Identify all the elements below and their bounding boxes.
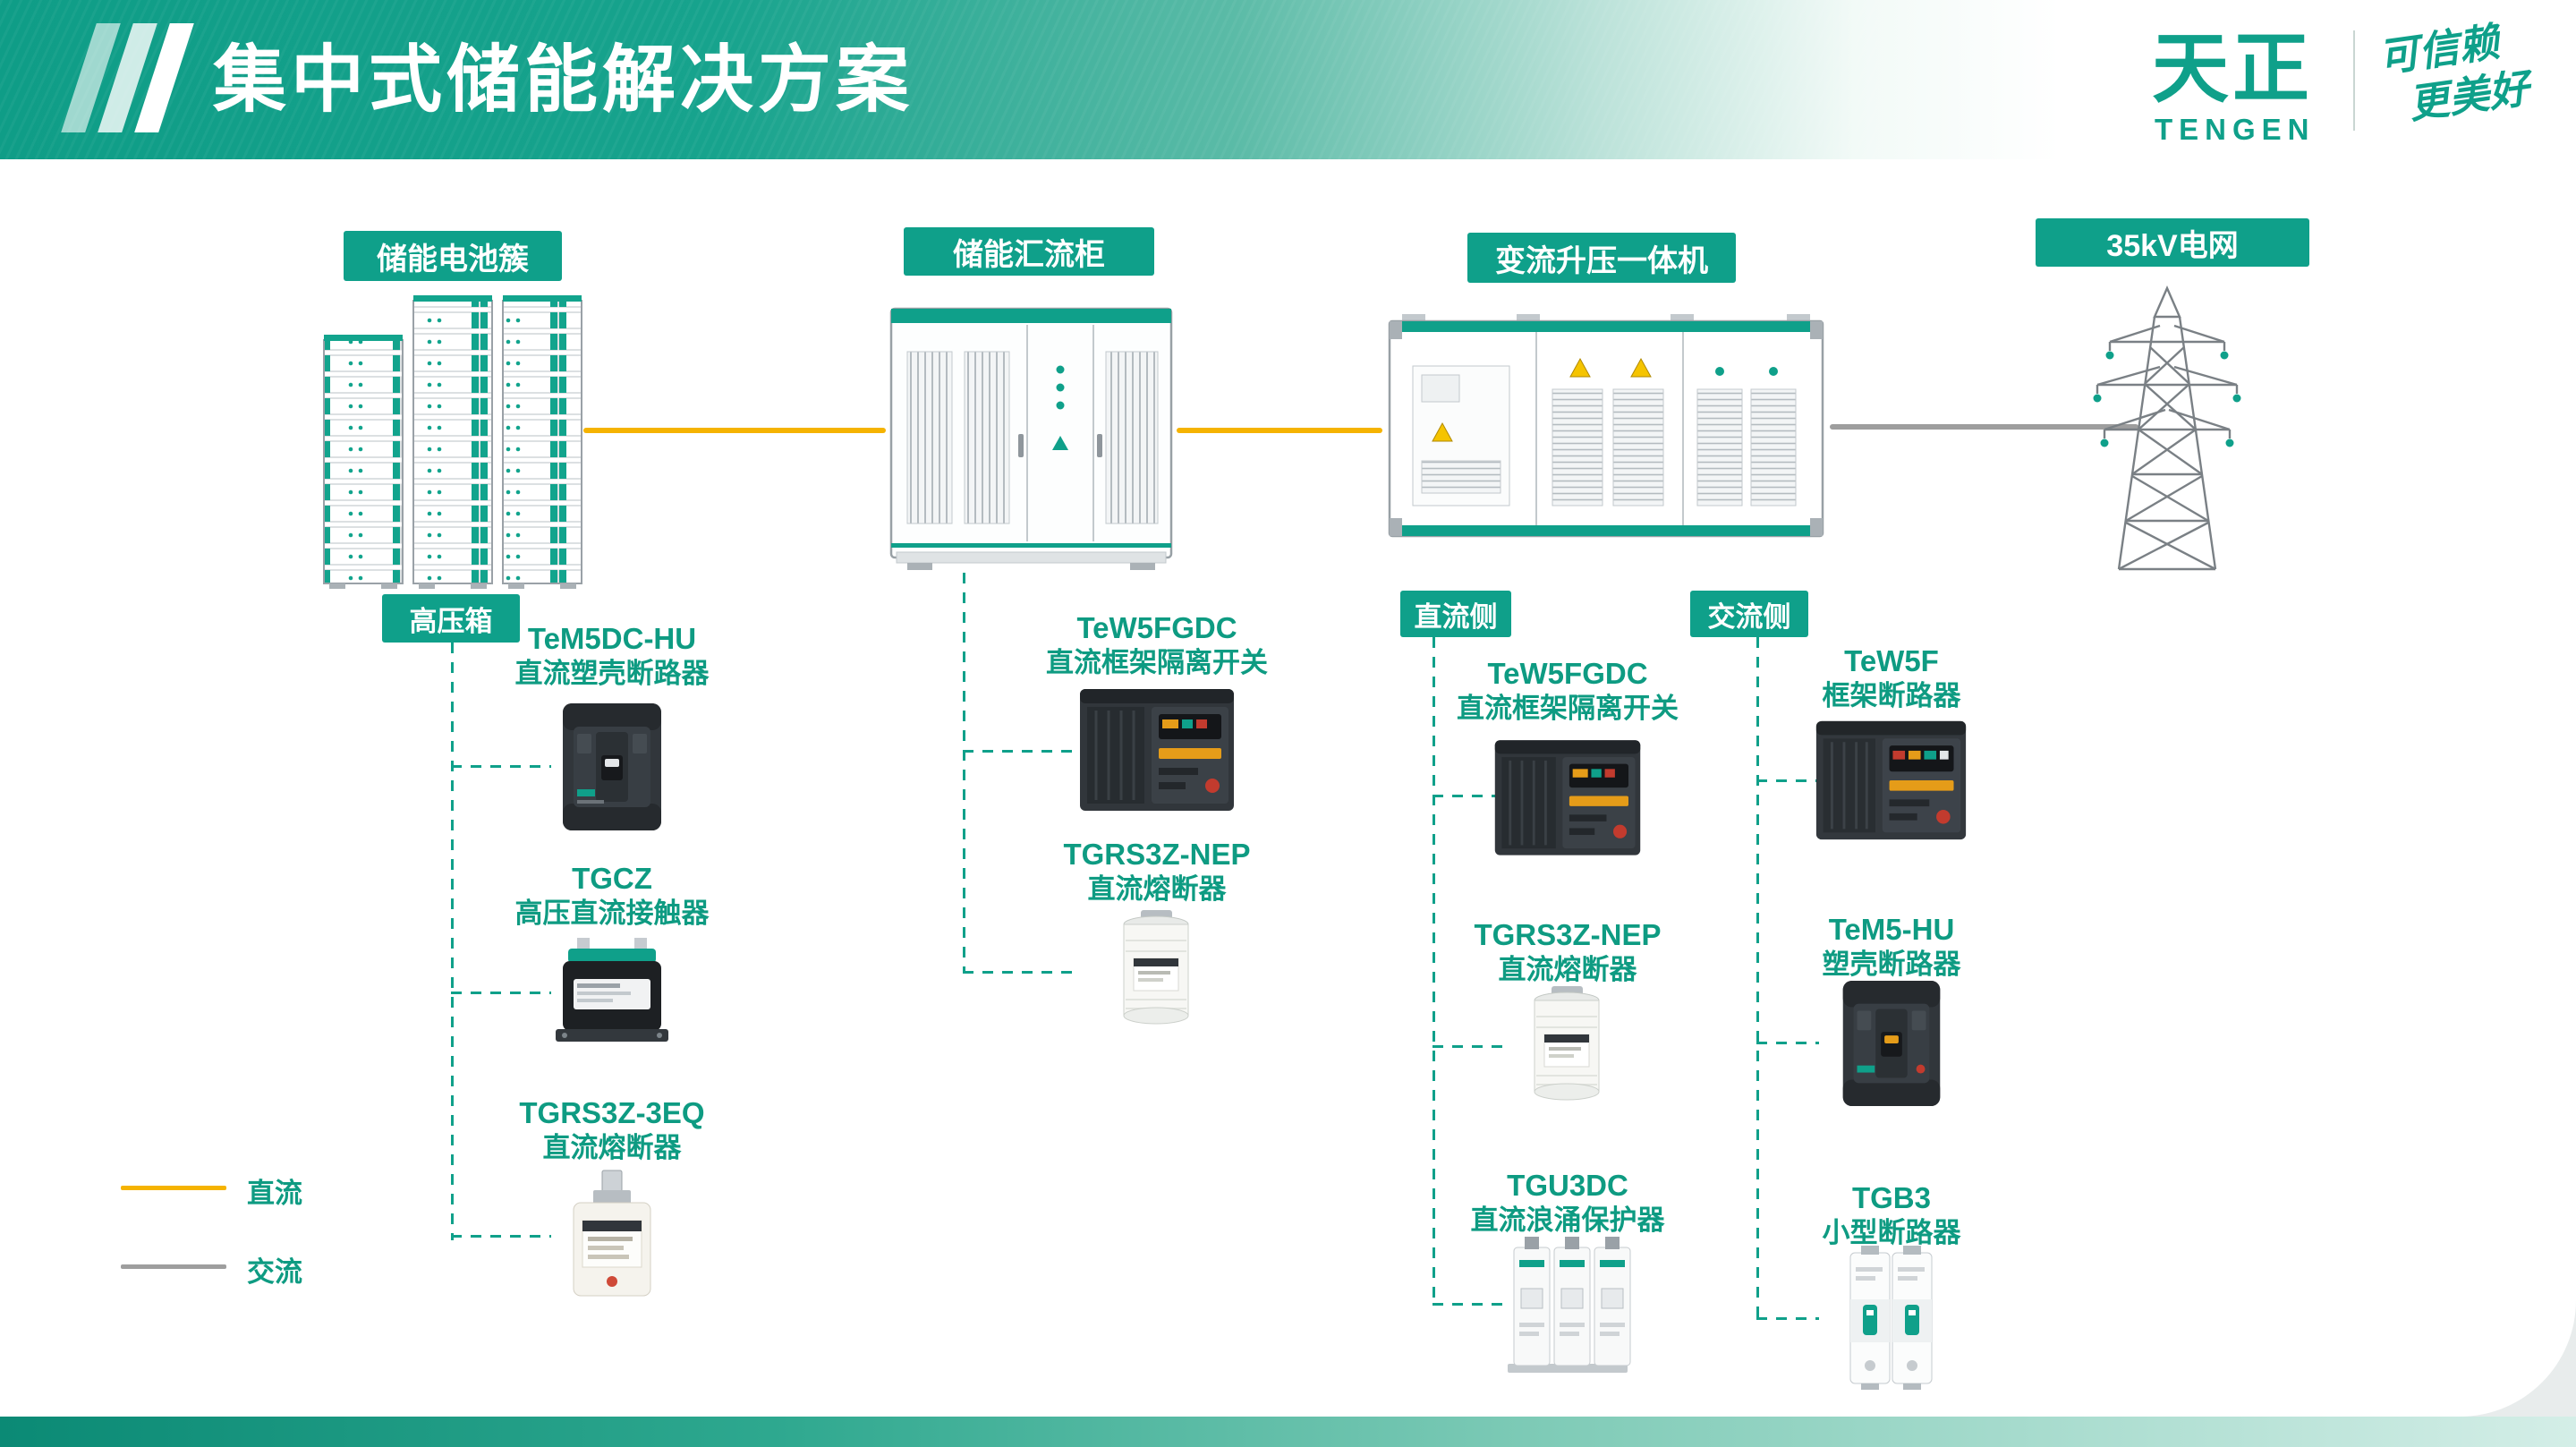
dc-branch-stub-3 — [1433, 1303, 1502, 1306]
ac-branch-stub-1 — [1756, 779, 1819, 782]
node-label-battery: 储能电池簇 — [344, 231, 562, 281]
brand-divider — [2353, 30, 2355, 131]
product-tew5fgdc-combiner: TeW5FGDC 直流框架隔离开关 — [1046, 611, 1268, 678]
brand-logo-en: TENGEN — [2155, 113, 2316, 146]
tag-high-voltage-box: 高压箱 — [382, 594, 520, 643]
tgb3-image — [1840, 1244, 1943, 1396]
tem5-hu-image — [1833, 977, 1950, 1114]
brand-slogan: 可信赖 更美好 — [2376, 13, 2532, 132]
battery-rack-illustration — [322, 288, 583, 595]
page-title: 集中式储能解决方案 — [213, 39, 914, 121]
product-tgrs3z-3eq: TGRS3Z-3EQ 直流熔断器 — [519, 1096, 705, 1163]
tgu3dc-image — [1501, 1233, 1635, 1381]
transmission-tower-illustration — [2085, 285, 2250, 586]
tag-ac-side: 交流侧 — [1690, 591, 1808, 637]
node-label-combiner: 储能汇流柜 — [904, 227, 1154, 276]
dc-line-battery-combiner — [583, 428, 886, 433]
product-tgrs3z-nep-combiner: TGRS3Z-NEP 直流熔断器 — [1063, 838, 1251, 905]
product-tew5f: TeW5F 框架断路器 — [1822, 644, 1961, 711]
battery-branch-stub-1 — [451, 765, 551, 768]
product-tgrs3z-nep-dc: TGRS3Z-NEP 直流熔断器 — [1474, 918, 1662, 985]
tew5f-image — [1813, 711, 1969, 852]
dc-line-combiner-converter — [1177, 428, 1382, 433]
bottom-bar — [0, 1417, 2576, 1447]
legend-dc-label: 直流 — [247, 1178, 302, 1209]
battery-branch-line — [451, 643, 454, 1240]
converter-container-illustration — [1382, 309, 1830, 560]
product-tew5fgdc-dc: TeW5FGDC 直流框架隔离开关 — [1457, 657, 1679, 724]
dc-branch-stub-1 — [1433, 795, 1502, 797]
battery-branch-stub-2 — [451, 992, 551, 994]
ac-branch-stub-3 — [1756, 1317, 1819, 1320]
combiner-branch-stub-2 — [963, 971, 1075, 974]
combiner-cabinet-illustration — [886, 300, 1177, 577]
title-bars-icon — [61, 23, 194, 132]
tew5fgdc-dc-image — [1492, 732, 1644, 866]
node-label-grid: 35kV电网 — [2036, 218, 2309, 267]
tgcz-image — [545, 936, 679, 1052]
legend-ac-line — [121, 1264, 226, 1269]
tem5dc-hu-image — [554, 700, 670, 838]
combiner-branch-stub-1 — [963, 750, 1075, 753]
product-tgu3dc: TGU3DC 直流浪涌保护器 — [1470, 1169, 1665, 1236]
tew5fgdc-combiner-image — [1076, 682, 1237, 821]
legend-ac-label: 交流 — [247, 1256, 302, 1288]
header: 集中式储能解决方案 天正 TENGEN 可信赖 更美好 — [0, 0, 2576, 159]
brand-logo-cn: 天正 — [2152, 26, 2313, 112]
legend-dc-line — [121, 1186, 226, 1190]
combiner-branch-line — [963, 573, 965, 973]
tgrs3z-nep-dc-image — [1516, 984, 1619, 1114]
tgrs3z-3eq-image — [554, 1169, 670, 1307]
product-tgb3: TGB3 小型断路器 — [1822, 1181, 1961, 1248]
product-tem5-hu: TeM5-HU 塑壳断路器 — [1822, 913, 1961, 980]
tag-dc-side: 直流侧 — [1400, 591, 1511, 637]
dc-branch-stub-2 — [1433, 1045, 1502, 1048]
tgrs3z-nep-combiner-image — [1105, 908, 1208, 1038]
ac-line-converter-grid — [1830, 424, 2138, 430]
product-tem5dc-hu: TeM5DC-HU 直流塑壳断路器 — [514, 622, 710, 689]
dc-branch-line — [1433, 637, 1435, 1305]
ac-branch-line — [1756, 637, 1759, 1319]
product-tgcz: TGCZ 高压直流接触器 — [514, 862, 710, 929]
node-label-converter: 变流升压一体机 — [1467, 233, 1736, 283]
battery-branch-stub-3 — [451, 1235, 551, 1238]
ac-branch-stub-2 — [1756, 1042, 1819, 1044]
